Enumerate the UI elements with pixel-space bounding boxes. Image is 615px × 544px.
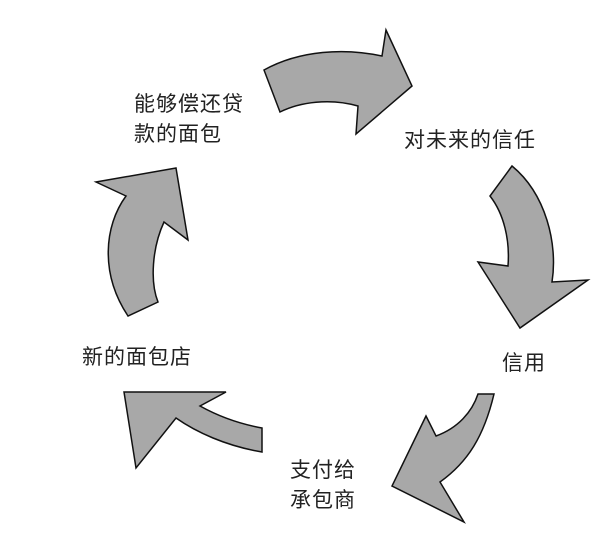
stage-label-line: 承包商 bbox=[290, 488, 356, 512]
stage-label-trust-in-future: 对未来的信任 bbox=[404, 125, 536, 155]
arrow-left bbox=[93, 167, 190, 317]
arrow-bottom-right bbox=[391, 393, 495, 524]
stage-label-line: 款的面包 bbox=[134, 122, 222, 146]
stage-label-credit: 信用 bbox=[502, 348, 546, 378]
arrow-right bbox=[476, 164, 591, 330]
stage-label-pay-contractor: 支付给 承包商 bbox=[290, 455, 356, 515]
stage-label-line: 支付给 bbox=[290, 458, 356, 482]
arrow-top bbox=[263, 27, 413, 136]
stage-label-line: 对未来的信任 bbox=[404, 128, 536, 152]
stage-label-bread-to-repay-loan: 能够偿还贷 款的面包 bbox=[134, 89, 244, 149]
stage-label-line: 能够偿还贷 bbox=[134, 92, 244, 116]
stage-label-line: 新的面包店 bbox=[82, 345, 192, 369]
stage-label-line: 信用 bbox=[502, 351, 546, 375]
stage-label-new-bakery: 新的面包店 bbox=[82, 342, 192, 372]
arrow-bottom-left bbox=[123, 391, 263, 470]
